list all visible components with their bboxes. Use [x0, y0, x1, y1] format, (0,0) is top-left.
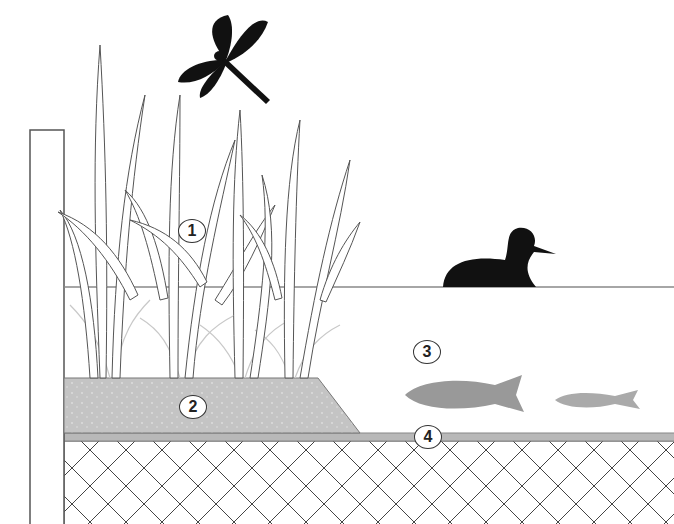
duck: [443, 228, 556, 287]
reeds: [58, 45, 360, 378]
fish-small: [555, 390, 640, 409]
fish-large: [405, 375, 524, 412]
underwater-leaves: [70, 300, 340, 378]
wall: [30, 130, 64, 524]
callout-number: 1: [178, 219, 206, 243]
callout-number: 4: [414, 425, 442, 449]
dragonfly: [178, 15, 270, 104]
water-surface: [64, 286, 674, 288]
substrate: [64, 441, 674, 524]
gravel-bank: [64, 378, 360, 433]
callout-number: 3: [413, 340, 441, 364]
callout-number: 2: [179, 395, 207, 419]
liner-layer: [64, 433, 674, 441]
